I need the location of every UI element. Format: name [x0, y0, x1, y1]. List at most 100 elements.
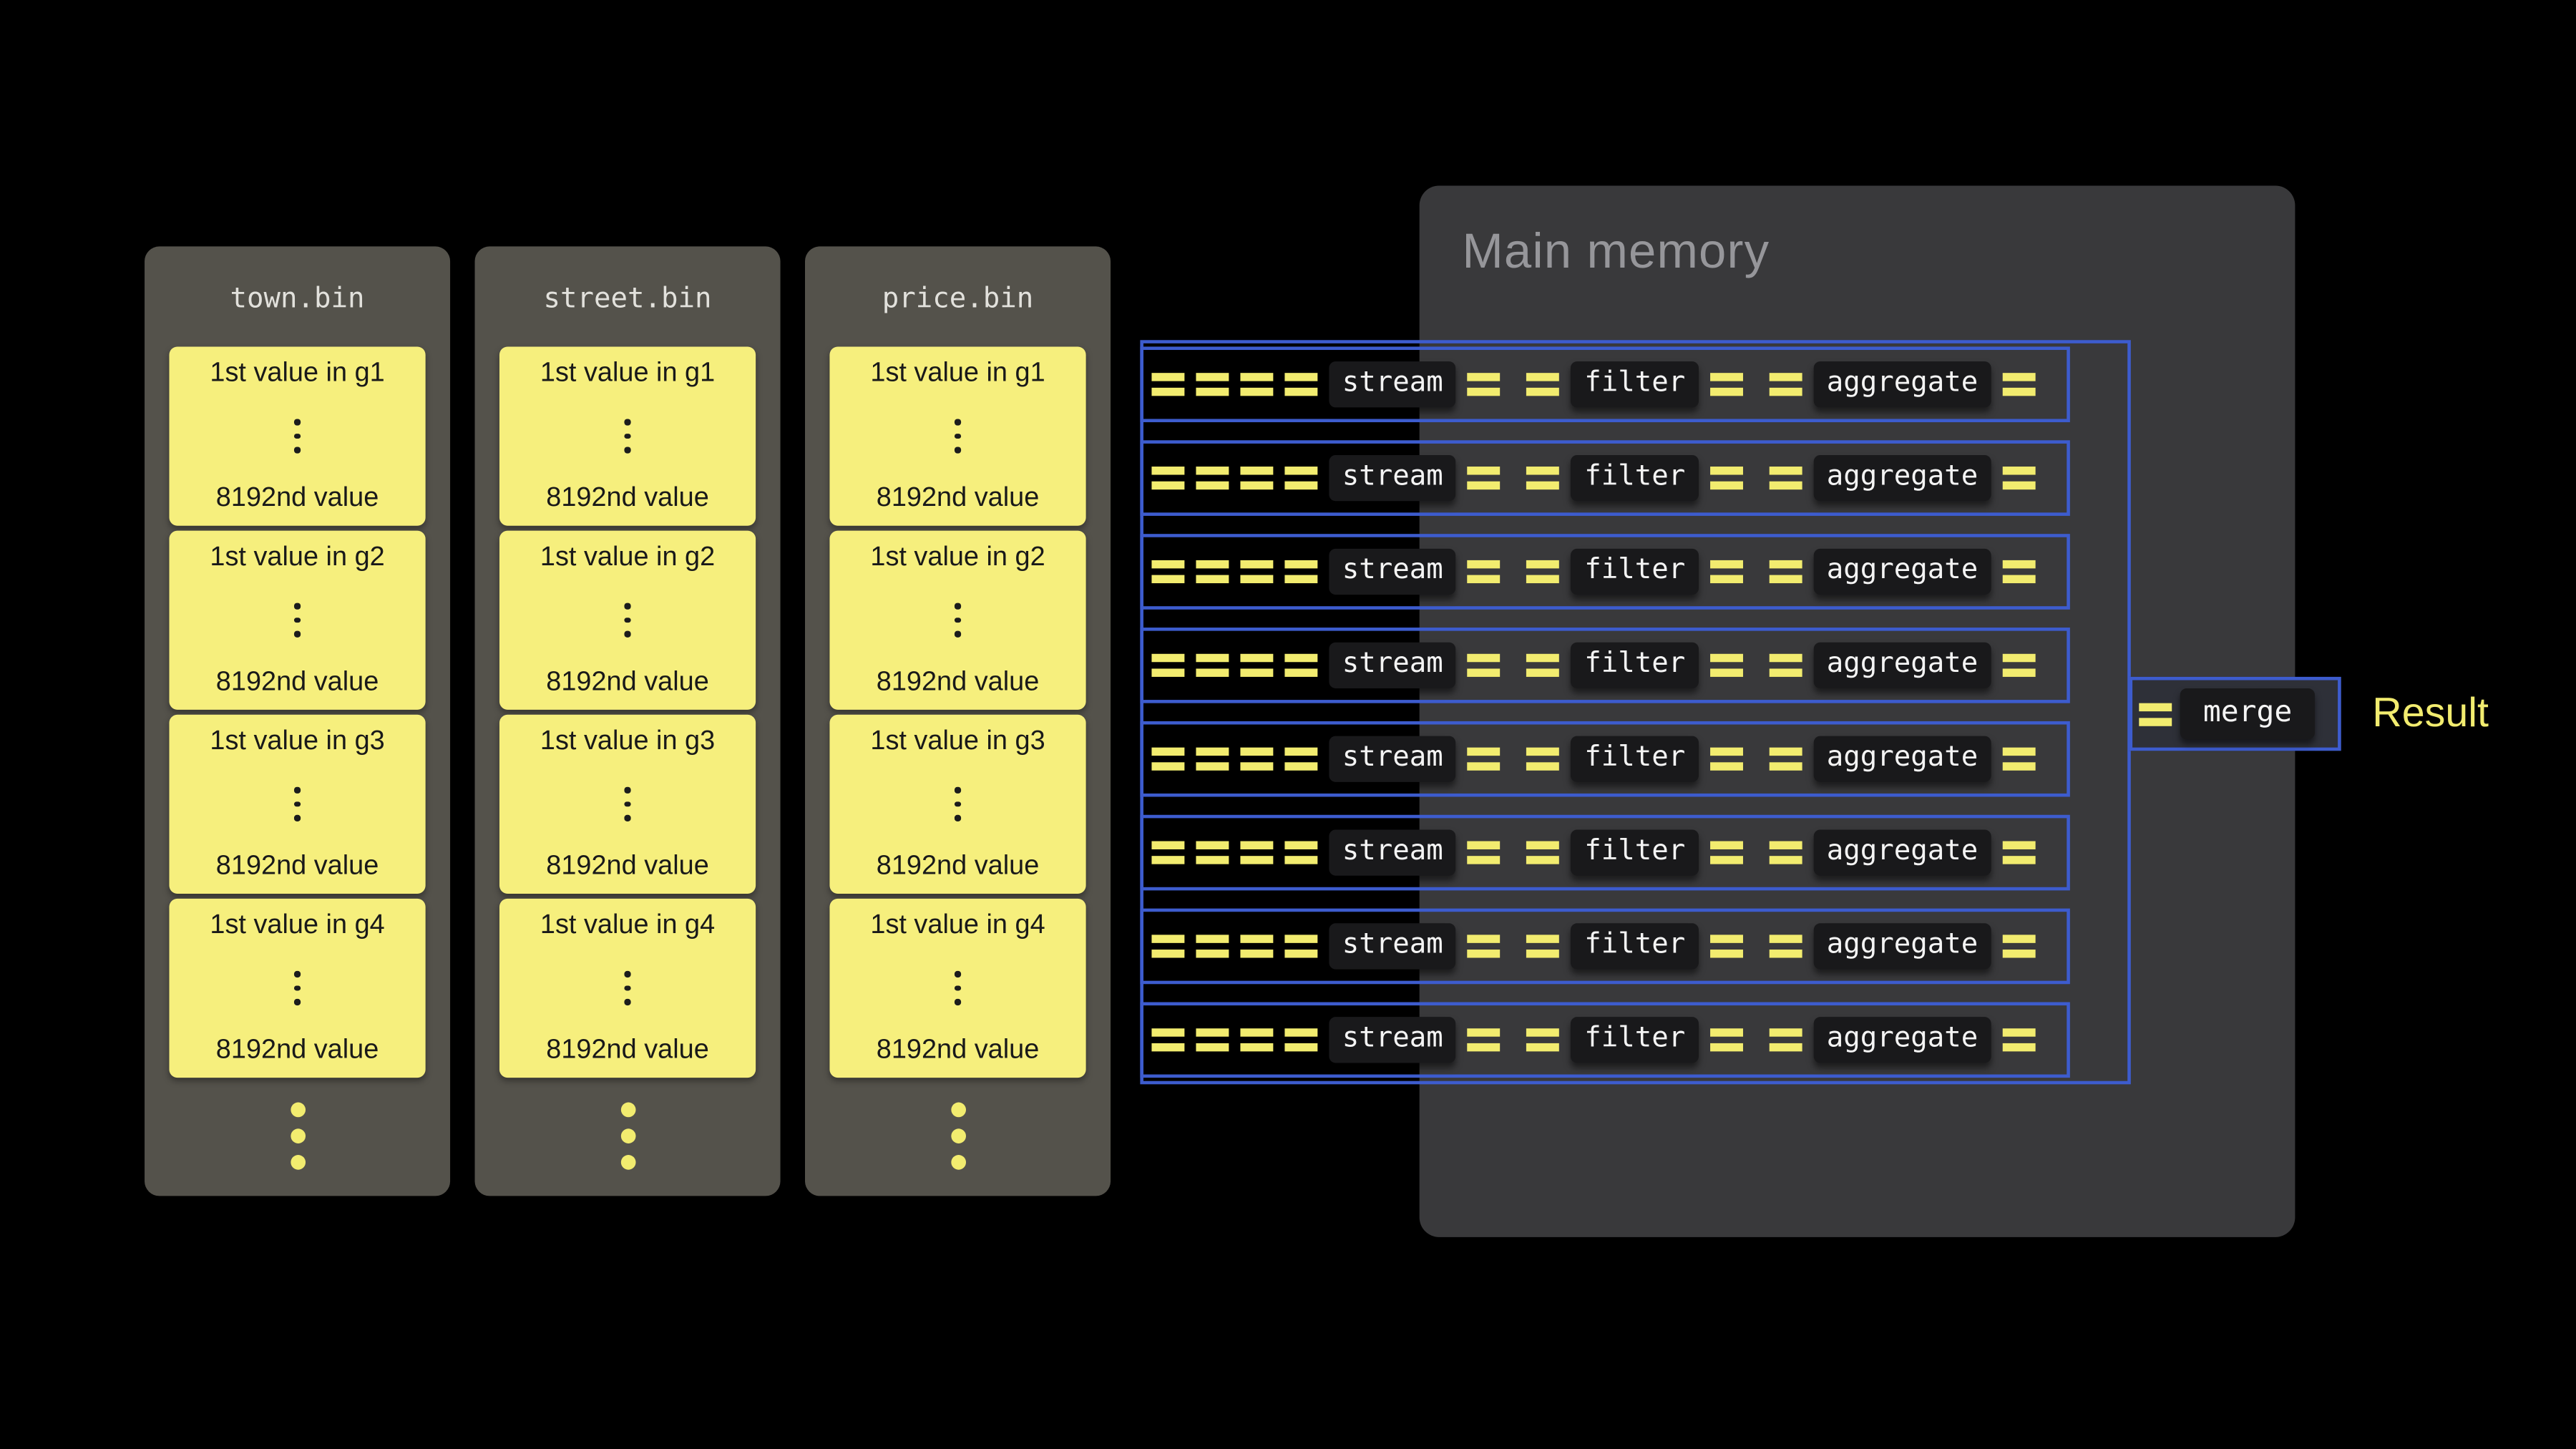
- dash-icon: [1151, 467, 1185, 490]
- ellipsis-icon: [625, 971, 631, 1005]
- pipeline-row: stream filter aggregate: [1140, 814, 2070, 891]
- ellipsis-icon: [955, 419, 961, 454]
- dash-icon: [1709, 1028, 1743, 1052]
- filter-stage: filter: [1571, 736, 1699, 781]
- dash-icon: [1284, 373, 1318, 396]
- pipeline-row: stream filter aggregate: [1140, 721, 2070, 797]
- last-value-label: 8192nd value: [546, 1035, 709, 1065]
- dash-icon: [1709, 653, 1743, 677]
- dash-icon: [1284, 467, 1318, 490]
- first-value-label: 1st value in g1: [210, 358, 385, 388]
- dash-icon: [1196, 841, 1229, 864]
- ellipsis-icon: [955, 971, 961, 1005]
- dash-icon: [1468, 467, 1501, 490]
- value-card: 1st value in g1 8192nd value: [499, 346, 756, 526]
- dash-icon: [2002, 560, 2036, 584]
- last-value-label: 8192nd value: [215, 851, 379, 881]
- last-value-label: 8192nd value: [215, 1035, 379, 1065]
- more-groups-ellipsis-icon: [475, 1102, 781, 1170]
- stream-stage: stream: [1329, 1018, 1457, 1063]
- dash-icon: [1709, 747, 1743, 771]
- dash-icon: [1284, 653, 1318, 677]
- first-value-label: 1st value in g2: [870, 542, 1045, 572]
- first-value-label: 1st value in g1: [540, 358, 716, 388]
- filter-stage: filter: [1571, 643, 1699, 688]
- value-card: 1st value in g3 8192nd value: [829, 714, 1086, 894]
- stream-stage: stream: [1329, 830, 1457, 875]
- pipeline-row: stream filter aggregate: [1140, 628, 2070, 703]
- aggregate-stage: aggregate: [1813, 736, 1991, 781]
- aggregate-stage: aggregate: [1813, 1018, 1991, 1063]
- first-value-label: 1st value in g4: [540, 909, 716, 940]
- dash-icon: [1526, 935, 1560, 958]
- aggregate-stage: aggregate: [1813, 830, 1991, 875]
- first-value-label: 1st value in g2: [540, 542, 716, 572]
- ellipsis-icon: [625, 603, 631, 638]
- file-name: town.bin: [230, 282, 365, 316]
- pipeline-row: stream filter aggregate: [1140, 534, 2070, 610]
- stream-stage: stream: [1329, 361, 1457, 407]
- dash-icon: [1196, 747, 1229, 771]
- pipeline-row: stream filter aggregate: [1140, 346, 2070, 423]
- dash-icon: [2002, 467, 2036, 490]
- dash-icon: [1284, 841, 1318, 864]
- dash-icon: [1769, 747, 1802, 771]
- dash-icon: [1240, 935, 1274, 958]
- dash-icon: [1526, 747, 1560, 771]
- dash-icon: [1240, 467, 1274, 490]
- dash-icon: [2139, 702, 2172, 726]
- dash-icon: [1468, 747, 1501, 771]
- filter-stage: filter: [1571, 1018, 1699, 1063]
- dash-icon: [1151, 841, 1185, 864]
- dash-icon: [1468, 841, 1501, 864]
- ellipsis-icon: [294, 603, 301, 638]
- dash-icon: [1769, 841, 1802, 864]
- dash-icon: [1151, 935, 1185, 958]
- dash-icon: [1468, 1028, 1501, 1052]
- ellipsis-icon: [625, 787, 631, 821]
- filter-stage: filter: [1571, 361, 1699, 407]
- dash-icon: [1769, 560, 1802, 584]
- dash-icon: [2002, 747, 2036, 771]
- filter-stage: filter: [1571, 924, 1699, 969]
- last-value-label: 8192nd value: [546, 483, 709, 513]
- ellipsis-icon: [955, 603, 961, 638]
- dash-icon: [1284, 560, 1318, 584]
- file-panel-street: street.bin 1st value in g1 8192nd value …: [474, 246, 781, 1196]
- value-card: 1st value in g2 8192nd value: [499, 530, 756, 710]
- value-card: 1st value in g1 8192nd value: [829, 346, 1086, 526]
- dash-icon: [1526, 841, 1560, 864]
- file-name: price.bin: [882, 282, 1034, 316]
- group-card-list: 1st value in g1 8192nd value 1st value i…: [829, 346, 1086, 1078]
- dash-icon: [1468, 653, 1501, 677]
- last-value-label: 8192nd value: [876, 851, 1040, 881]
- dash-icon: [1709, 841, 1743, 864]
- result-label: Result: [2372, 690, 2489, 736]
- stream-stage: stream: [1329, 643, 1457, 688]
- dash-icon: [1769, 373, 1802, 396]
- value-card: 1st value in g3 8192nd value: [169, 714, 426, 894]
- dash-icon: [1769, 935, 1802, 958]
- file-name: street.bin: [543, 282, 712, 316]
- last-value-label: 8192nd value: [876, 1035, 1040, 1065]
- dash-icon: [1769, 467, 1802, 490]
- pipeline-row: stream filter aggregate: [1140, 908, 2070, 985]
- dash-icon: [2002, 653, 2036, 677]
- dash-icon: [1240, 841, 1274, 864]
- dash-icon: [1196, 935, 1229, 958]
- dash-icon: [1151, 560, 1185, 584]
- file-panel-town: town.bin 1st value in g1 8192nd value 1s…: [145, 246, 451, 1196]
- value-card: 1st value in g1 8192nd value: [169, 346, 426, 526]
- value-card: 1st value in g4 8192nd value: [169, 898, 426, 1078]
- dash-icon: [1151, 747, 1185, 771]
- last-value-label: 8192nd value: [876, 667, 1040, 697]
- value-card: 1st value in g2 8192nd value: [169, 530, 426, 710]
- ellipsis-icon: [294, 419, 301, 454]
- dash-icon: [1769, 653, 1802, 677]
- filter-stage: filter: [1571, 549, 1699, 595]
- ellipsis-icon: [294, 787, 301, 821]
- last-value-label: 8192nd value: [215, 667, 379, 697]
- dash-icon: [1709, 560, 1743, 584]
- dash-icon: [1526, 467, 1560, 490]
